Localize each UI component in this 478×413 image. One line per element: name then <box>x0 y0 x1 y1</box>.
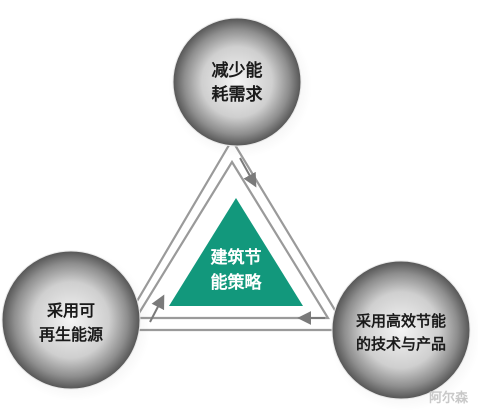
node-efficient-tech: 采用高效节能 的技术与产品 <box>329 259 478 411</box>
flow-arrows <box>149 157 325 325</box>
node-left-label-line2: 再生能源 <box>39 325 103 344</box>
arrow-left-to-top <box>149 294 165 323</box>
node-top-sphere <box>172 17 302 147</box>
node-right-label-line1: 采用高效节能 <box>355 312 446 330</box>
node-renewable-energy: 采用可 再生能源 <box>0 249 151 401</box>
node-left-label-line1: 采用可 <box>46 301 95 320</box>
watermark: 阿尔森 <box>429 390 469 406</box>
node-right-sphere <box>331 260 471 400</box>
frame-outer-line <box>118 137 349 332</box>
node-top-label-line2: 耗需求 <box>212 84 263 105</box>
node-right-label-line2: 的技术与产品 <box>356 335 446 353</box>
center-label-line2: 能策略 <box>211 272 263 293</box>
center-label-line1: 建筑节 <box>211 247 262 268</box>
arrow-top-to-right <box>239 157 257 188</box>
center-triangle: 建筑节 能策略 <box>169 198 303 306</box>
node-left-sphere <box>1 250 141 390</box>
node-top-label-line1: 减少能 <box>212 60 263 81</box>
frame-inner-line <box>134 159 330 320</box>
triangle-frame <box>118 137 349 332</box>
center-triangle-shape <box>169 198 303 306</box>
node-reduce-demand: 减少能 耗需求 <box>168 14 312 158</box>
